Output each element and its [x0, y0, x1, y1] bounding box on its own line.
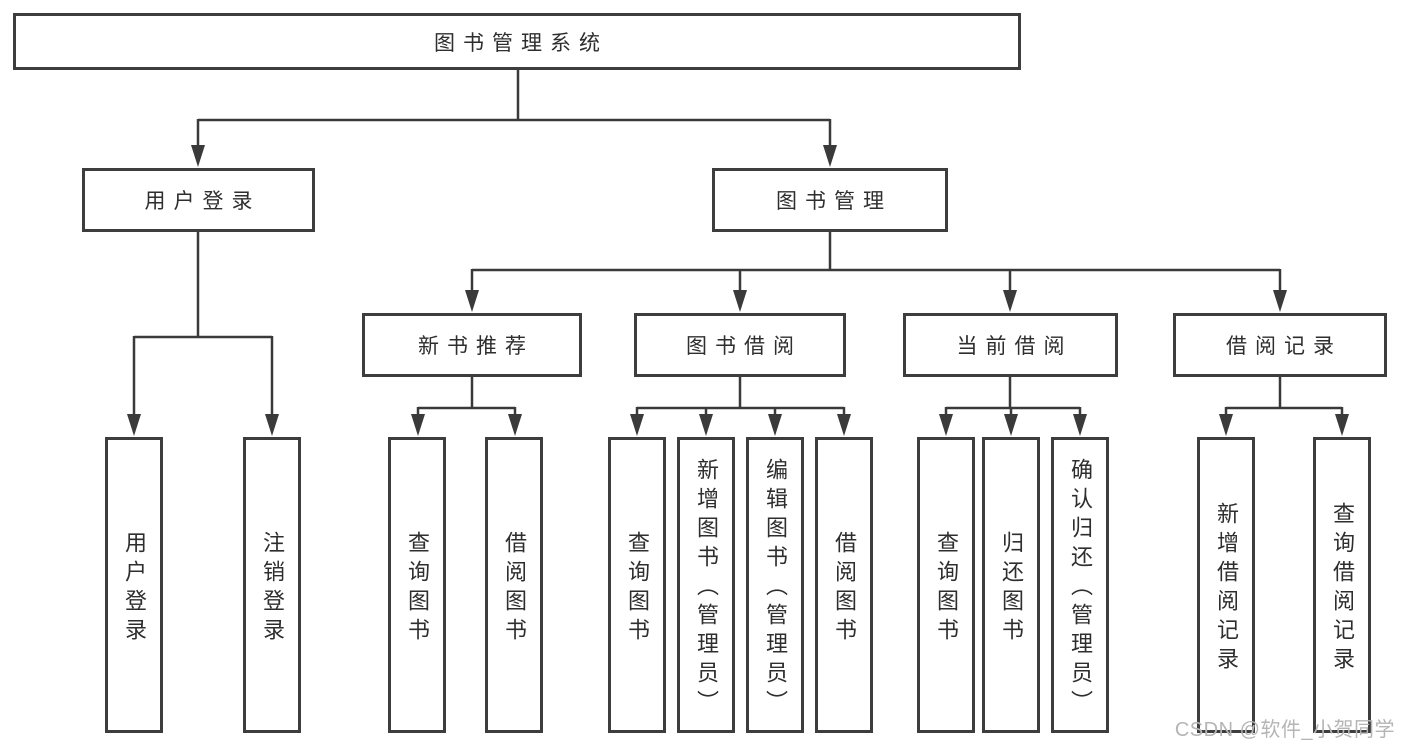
connector-book-mgmt-to-level3 — [465, 232, 1287, 312]
connector-user-login-children — [127, 232, 279, 436]
arrowhead — [1004, 414, 1018, 436]
leaf-newbook-query-books-label: 查询图书 — [405, 530, 430, 647]
node-book-management: 图书管理 — [712, 168, 948, 232]
arrowhead — [630, 414, 644, 436]
connector-new-book-children — [411, 377, 522, 436]
leaf-add-books-admin-label: 新增图书（管理员） — [694, 458, 719, 719]
arrowhead — [1003, 290, 1017, 312]
leaf-current-query-books-label: 查询图书 — [934, 530, 959, 647]
node-current-borrow: 当前借阅 — [903, 313, 1118, 377]
arrowhead — [411, 414, 425, 436]
leaf-query-borrow-record: 查询借阅记录 — [1313, 437, 1371, 733]
leaf-add-borrow-record-label: 新增借阅记录 — [1214, 501, 1239, 676]
leaf-return-books: 归还图书 — [982, 437, 1040, 733]
node-borrow-records-label: 借阅记录 — [1226, 335, 1342, 358]
arrowhead — [127, 414, 141, 436]
arrowhead — [837, 414, 851, 436]
arrowhead — [508, 414, 522, 436]
arrowhead — [733, 290, 747, 312]
node-book-borrow: 图书借阅 — [634, 313, 846, 377]
leaf-newbook-query-books: 查询图书 — [388, 437, 446, 733]
arrowhead — [465, 290, 479, 312]
node-new-book-recommend-label: 新书推荐 — [418, 335, 534, 358]
leaf-newbook-borrow-books: 借阅图书 — [485, 437, 543, 733]
leaf-return-books-label: 归还图书 — [999, 530, 1024, 647]
connector-current-borrow-children — [939, 377, 1087, 436]
connector-borrow-records-children — [1219, 377, 1349, 436]
leaf-add-borrow-record: 新增借阅记录 — [1197, 437, 1255, 733]
leaf-edit-books-admin-label: 编辑图书（管理员） — [763, 458, 788, 719]
leaf-borrow-books: 借阅图书 — [815, 437, 873, 733]
leaf-current-query-books: 查询图书 — [917, 437, 975, 733]
connector-book-borrow-children — [630, 377, 851, 436]
arrowhead — [768, 414, 782, 436]
leaf-add-books-admin: 新增图书（管理员） — [677, 437, 735, 733]
arrowhead — [1273, 290, 1287, 312]
arrowhead — [191, 145, 205, 167]
leaf-borrow-query-books: 查询图书 — [608, 437, 666, 733]
node-new-book-recommend: 新书推荐 — [362, 313, 582, 377]
leaf-confirm-return-admin: 确认归还（管理员） — [1051, 437, 1109, 733]
leaf-edit-books-admin: 编辑图书（管理员） — [746, 437, 804, 733]
arrowhead — [1219, 414, 1233, 436]
leaf-borrow-query-books-label: 查询图书 — [625, 530, 650, 647]
arrowhead — [823, 145, 837, 167]
leaf-borrow-books-label: 借阅图书 — [832, 530, 857, 647]
leaf-query-borrow-record-label: 查询借阅记录 — [1330, 501, 1355, 676]
node-current-borrow-label: 当前借阅 — [956, 335, 1073, 358]
leaf-newbook-borrow-books-label: 借阅图书 — [502, 530, 527, 647]
arrowhead — [1073, 414, 1087, 436]
leaf-user-login: 用户登录 — [105, 437, 163, 733]
node-root-system-label: 图书管理系统 — [434, 31, 608, 55]
node-user-login: 用户登录 — [82, 168, 315, 232]
node-user-login-label: 用户登录 — [144, 190, 261, 213]
node-root-system: 图书管理系统 — [13, 13, 1021, 70]
leaf-user-login-label: 用户登录 — [122, 530, 147, 647]
node-book-borrow-label: 图书借阅 — [686, 335, 802, 358]
leaf-logout-label: 注销登录 — [260, 530, 285, 647]
connector-root-to-level2 — [191, 70, 837, 167]
node-book-management-label: 图书管理 — [776, 190, 892, 213]
csdn-watermark: CSDN @软件_小贺同学 — [1174, 719, 1395, 741]
arrowhead — [1335, 414, 1349, 436]
leaf-confirm-return-admin-label: 确认归还（管理员） — [1068, 458, 1093, 719]
leaf-logout: 注销登录 — [243, 437, 301, 733]
arrowhead — [939, 414, 953, 436]
node-borrow-records: 借阅记录 — [1173, 313, 1387, 377]
arrowhead — [699, 414, 713, 436]
arrowhead — [265, 414, 279, 436]
